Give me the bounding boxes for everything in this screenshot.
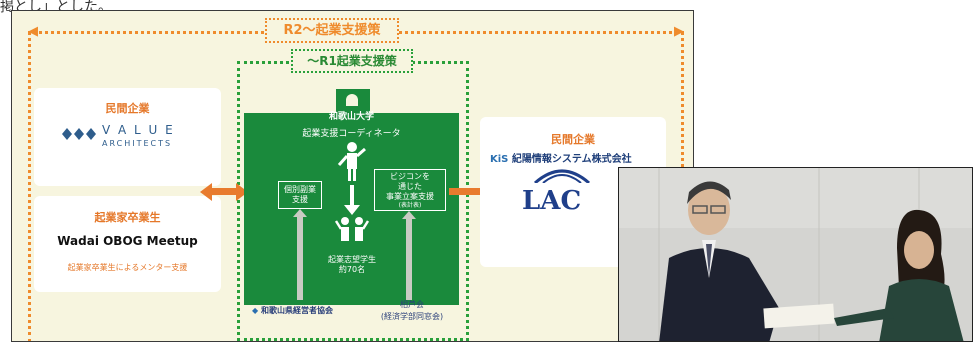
pillar-right <box>406 218 412 300</box>
r1-label: 〜R1起業支援策 <box>291 49 413 73</box>
lac-logo <box>531 163 593 187</box>
mentor-caption: 起業家卒業生によるメンター支援 <box>67 263 188 272</box>
students-count: 起業志望学生 約70名 <box>328 255 376 274</box>
logo-word: V A L U E <box>102 123 175 137</box>
right-arrowhead-icon: ▶ <box>674 24 684 39</box>
pillar-arrow-icon <box>402 211 416 219</box>
ceremony-photo-image <box>619 168 972 341</box>
side-business-support-box: 個別副業 支援 <box>278 181 322 209</box>
meetup-headline: Wadai OBOG Meetup <box>57 234 198 248</box>
coordinator-label: 起業支援コーディネータ <box>302 129 401 139</box>
alumni-association-sub: (経済学部同窓会) <box>380 312 444 321</box>
kiyo-company: KiS 紀陽情報システム株式会社 <box>490 150 632 165</box>
pillar-arrow-icon <box>293 209 307 217</box>
logo-sub: ARCHITECTS <box>102 139 173 148</box>
bizcon-support-note: (表計表) <box>398 202 422 209</box>
kis-logo-icon: KiS <box>490 154 509 165</box>
pillar-left <box>297 216 303 300</box>
arrow-left-head-icon <box>200 183 212 201</box>
left-arrowhead-icon: ◀ <box>28 24 38 39</box>
people-figures-icon <box>334 142 370 241</box>
alumni-association: 相芦会 (経済学部同窓会) <box>377 299 447 323</box>
bizcon-support-text: ビジコンを 通じた 事業立案支援 <box>386 172 434 201</box>
r2-label: R2〜起業支援策 <box>265 18 399 43</box>
alumni-association-name: 相芦会 <box>400 300 424 309</box>
lac-globe-icon <box>534 169 590 185</box>
lac-logo-text: LAC <box>522 186 582 216</box>
card-title: 民間企業 <box>551 133 595 146</box>
arrow-right-bar <box>449 188 483 195</box>
value-architects-logo-icon <box>62 128 96 140</box>
employers-association: ◆ 和歌山県経営者協会 <box>252 305 333 316</box>
association-name: 和歌山県経営者協会 <box>260 306 333 315</box>
ceremony-photo <box>618 167 973 342</box>
arrow-left-bar <box>210 188 238 195</box>
roof-window <box>346 94 358 106</box>
association-logo-icon: ◆ <box>252 306 259 315</box>
alumni-card: 起業家卒業生 Wadai OBOG Meetup 起業家卒業生によるメンター支援 <box>34 196 221 292</box>
card-title: 民間企業 <box>105 102 150 115</box>
card-title: 起業家卒業生 <box>94 211 161 224</box>
kiyo-company-name: 紀陽情報システム株式会社 <box>511 154 632 165</box>
private-company-card-left: 民間企業 V A L U E ARCHITECTS <box>34 88 221 186</box>
university-name: 和歌山大学 <box>328 112 374 122</box>
bizcon-support-box: ビジコンを 通じた 事業立案支援 (表計表) <box>374 169 446 211</box>
